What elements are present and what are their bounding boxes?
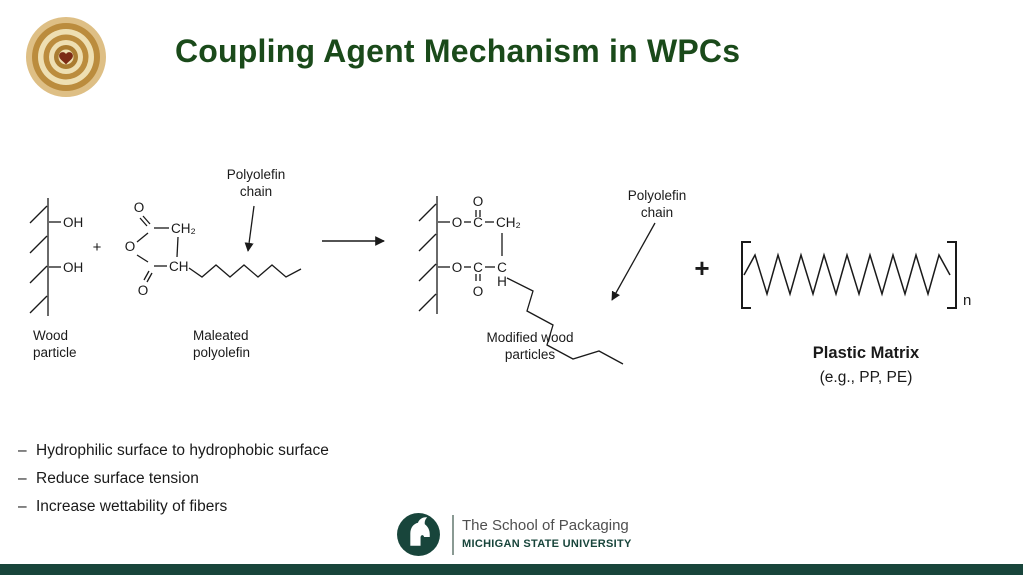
slide-title: Coupling Agent Mechanism in WPCs [175, 33, 741, 69]
atom-ch2-label: CH₂ [496, 215, 521, 230]
bullet-dash: – [18, 498, 27, 515]
atom-c-label: C [497, 260, 507, 275]
modified-wood-label: Modified wood particles [486, 330, 574, 362]
modified-wood-structure: O C O CH₂ O C O C H [418, 194, 656, 365]
repeat-subscript: n [963, 292, 971, 309]
wood-particle-label: Wood particle [33, 328, 77, 360]
wood-particle-structure: OH OH [29, 198, 83, 316]
right-bracket [947, 241, 957, 309]
wood-log-logo [26, 17, 106, 97]
plus-sign: + [93, 239, 102, 256]
bullet-dash: – [18, 470, 27, 487]
spartan-helmet-icon [410, 517, 430, 546]
footer-divider [452, 515, 454, 555]
polyolefin-chain-label-2: Polyolefin chain [627, 188, 687, 220]
atom-o-label: O [473, 284, 484, 299]
bullet-item: – Hydrophilic surface to hydrophobic sur… [18, 437, 329, 465]
bullet-text: Reduce surface tension [36, 470, 199, 487]
hatch-marks [418, 203, 437, 312]
maleated-polyolefin-structure: O O O CH₂ CH [125, 200, 302, 298]
atom-o-label: O [134, 200, 145, 215]
plus-sign-large: + [694, 253, 709, 283]
maleated-polyolefin-label: Maleated polyolefin [193, 328, 251, 360]
bullet-text: Increase wettability of fibers [36, 498, 228, 515]
atom-c-label: C [473, 260, 483, 275]
school-name: The School of Packaging [462, 517, 629, 534]
heart-icon [59, 52, 73, 65]
plastic-matrix-examples: (e.g., PP, PE) [819, 369, 913, 386]
atom-ch2-label: CH₂ [171, 221, 196, 236]
hatch-marks [29, 205, 48, 314]
atom-ch-label: CH [169, 259, 189, 274]
plastic-matrix-structure: n [741, 241, 971, 309]
msu-spartan-logo [397, 513, 440, 556]
plastic-matrix-label: Plastic Matrix [812, 344, 920, 362]
atom-o-label: O [452, 215, 463, 230]
polyolefin-pointer-arrow-2 [611, 222, 656, 301]
left-bracket [741, 241, 751, 309]
atom-oh-label: OH [63, 215, 83, 230]
atom-o-label: O [125, 239, 136, 254]
atom-o-label: O [473, 194, 484, 209]
atom-o-label: O [452, 260, 463, 275]
bottom-accent-bar [0, 564, 1023, 575]
atom-h-label: H [497, 274, 507, 289]
bullet-item: – Increase wettability of fibers [18, 493, 329, 521]
atom-oh-label: OH [63, 260, 83, 275]
polyolefin-chain-label-1: Polyolefin chain [226, 167, 286, 199]
polyolefin-pointer-arrow-1 [244, 205, 255, 252]
atom-c-label: C [473, 215, 483, 230]
bullet-text: Hydrophilic surface to hydrophobic surfa… [36, 442, 329, 459]
bullet-dash: – [18, 442, 27, 459]
atom-o-label: O [138, 283, 149, 298]
bullet-item: – Reduce surface tension [18, 465, 329, 493]
bullet-list: – Hydrophilic surface to hydrophobic sur… [18, 437, 329, 521]
university-name: MICHIGAN STATE UNIVERSITY [462, 538, 632, 550]
